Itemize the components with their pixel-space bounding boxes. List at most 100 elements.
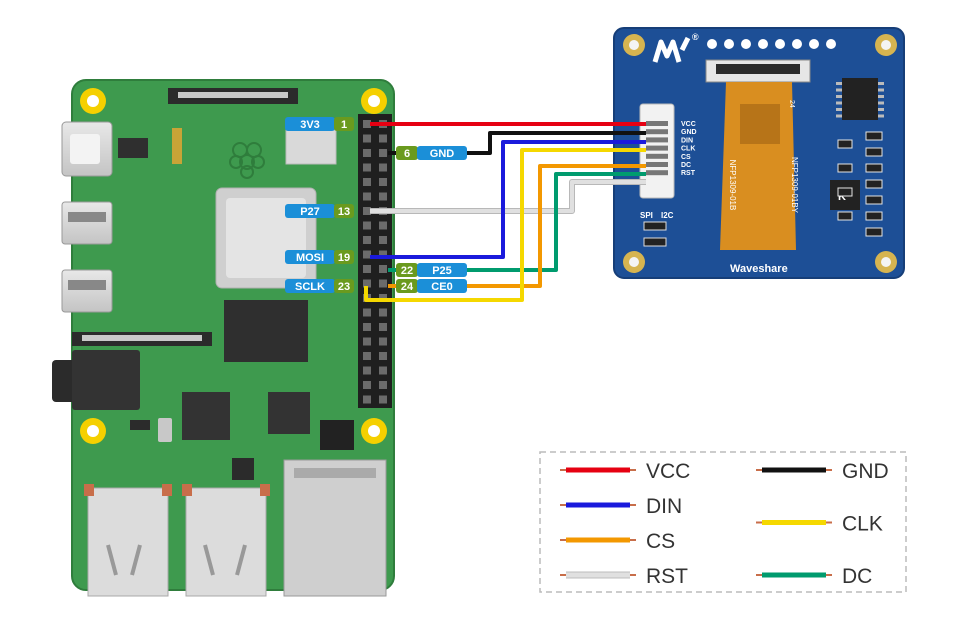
resistor <box>865 227 883 237</box>
gpio-pin <box>379 366 387 375</box>
gpio-pin <box>363 178 371 186</box>
gpio-pin <box>363 221 371 230</box>
chip-leg <box>836 82 842 85</box>
oled-header-pin <box>646 145 668 151</box>
oled-header-pin <box>646 121 668 126</box>
legend-item-rst: RST <box>560 565 688 588</box>
gpio-pin <box>379 163 387 172</box>
oled-top-pad <box>775 39 785 49</box>
pin-name: SCLK <box>295 281 325 293</box>
gpio-pin <box>379 236 387 244</box>
brand-text: Waveshare <box>730 263 788 275</box>
gpio-pin <box>363 366 371 375</box>
gpio-pin <box>379 381 387 389</box>
gpio-pin <box>363 352 371 360</box>
chip-leg <box>836 88 842 92</box>
chip-leg <box>878 114 884 118</box>
gpio-pin <box>363 265 371 273</box>
gpio-pin <box>379 352 387 360</box>
raspberry-pi-board <box>52 79 395 597</box>
resistor <box>837 211 853 221</box>
pin-number: 1 <box>341 119 347 131</box>
pin-number: 19 <box>338 252 350 264</box>
legend-label: DIN <box>646 495 682 518</box>
legend-label: CLK <box>842 513 883 536</box>
oled-pin-label-clk: CLK <box>681 146 695 153</box>
oled-header-pin <box>646 129 668 135</box>
fpc-label-left: NFP1309-01B <box>728 160 737 211</box>
wire-clk <box>364 148 646 302</box>
gpio-pin <box>363 163 371 172</box>
gpio-pin <box>379 250 387 259</box>
pin-name: P25 <box>432 265 452 277</box>
pin-number: 13 <box>338 206 350 218</box>
chip-leg <box>878 101 884 105</box>
oled-pin-label-vcc: VCC <box>681 121 696 128</box>
gpio-pin <box>363 120 371 128</box>
legend-label: CS <box>646 530 675 553</box>
oled-top-pad <box>826 39 836 49</box>
wire-din <box>370 140 646 259</box>
resistor <box>865 163 883 173</box>
fpc-mark: 24 <box>788 100 795 108</box>
chip-leg <box>836 114 842 118</box>
legend-item-dc: DC <box>756 565 872 588</box>
resistor <box>837 187 853 197</box>
gpio-pin <box>363 250 371 259</box>
oled-top-pad <box>792 39 802 49</box>
gpio-header-body <box>358 114 392 408</box>
oled-pin-label-cs: CS <box>681 154 691 161</box>
spi-label: SPI <box>640 211 653 220</box>
chip-leg <box>836 101 842 105</box>
legend-item-clk: CLK <box>756 513 883 536</box>
chip-leg <box>878 82 884 85</box>
pin-number: 22 <box>401 265 413 277</box>
oled-header-pin <box>646 170 668 176</box>
pin-name: GND <box>430 148 455 160</box>
chip-leg <box>836 108 842 111</box>
gpio-pin <box>379 265 387 273</box>
gpio-pin <box>363 279 371 288</box>
legend-label: GND <box>842 460 889 483</box>
resistor <box>837 163 853 173</box>
pin-label-p27: P27 13 <box>285 204 354 218</box>
oled-header-pin <box>646 137 668 143</box>
gpio-pin <box>379 178 387 186</box>
gpio-pin <box>363 192 371 201</box>
raspberry-logo <box>229 142 265 179</box>
waveshare-logo: ® <box>652 32 699 63</box>
gpio-pin <box>363 149 371 157</box>
resistor <box>865 131 883 141</box>
legend: VCC GND DIN CLK CS RST DC <box>539 451 907 593</box>
gpio-pin <box>363 207 371 215</box>
gpio-pin <box>379 192 387 201</box>
gpio-pin <box>379 134 387 143</box>
legend-box <box>539 451 907 593</box>
gpio-pin <box>379 323 387 331</box>
chip-mark: K <box>838 191 846 203</box>
wire-dc <box>388 172 646 272</box>
resistor <box>837 139 853 149</box>
oled-pin-label-gnd: GND <box>681 129 697 136</box>
chip-leg <box>878 95 884 98</box>
gpio-pin <box>363 395 371 404</box>
pin-name: P27 <box>300 206 320 218</box>
gpio-pin <box>363 323 371 331</box>
gpio-pin <box>363 337 371 346</box>
resistor <box>865 195 883 205</box>
chip-leg <box>878 88 884 92</box>
registered-mark: ® <box>692 32 699 42</box>
oled-header-pin <box>646 153 668 159</box>
oled-top-pad <box>758 39 768 49</box>
gpio-pin <box>363 381 371 389</box>
legend-label: VCC <box>646 460 690 483</box>
oled-pin-label-dc: DC <box>681 162 691 169</box>
resistor <box>865 179 883 189</box>
gpio-pin <box>379 279 387 288</box>
gpio-pin <box>363 308 371 317</box>
